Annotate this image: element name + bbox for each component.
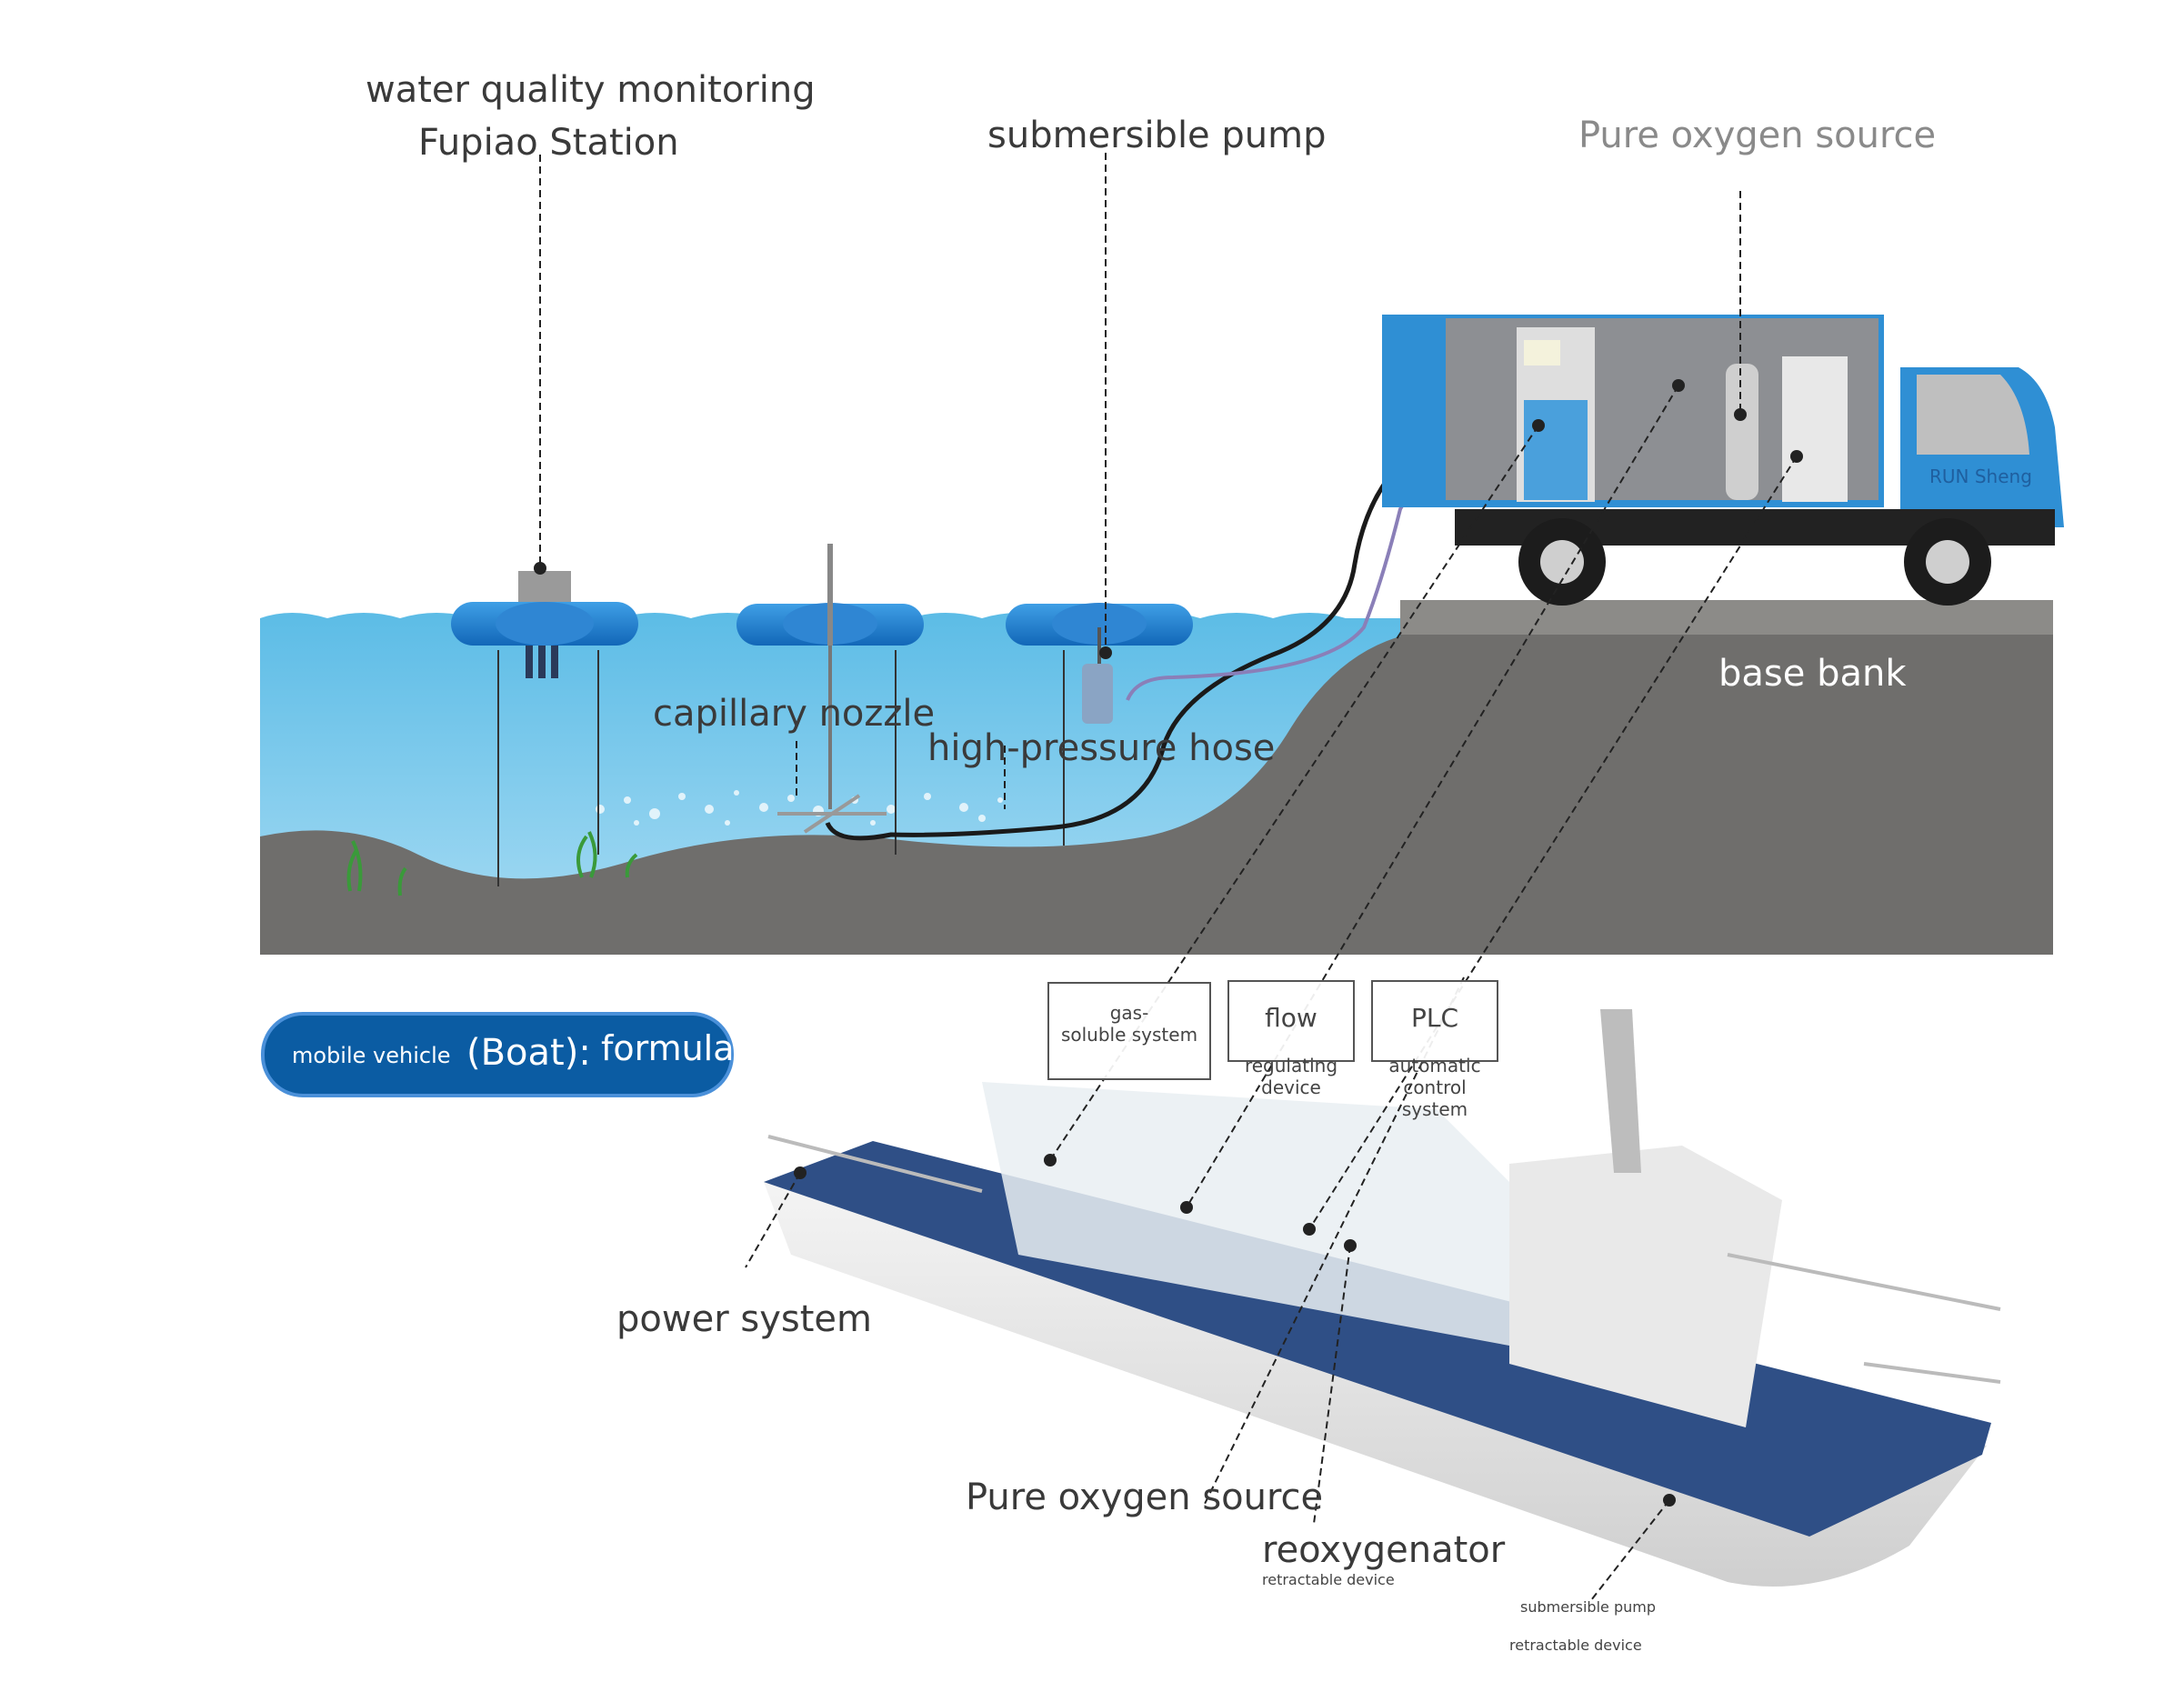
- pill-part1: mobile vehicle: [292, 1043, 451, 1068]
- pill-part2: (Boat):: [466, 1032, 591, 1074]
- nozzle-float: [736, 544, 924, 834]
- box-plc-sub: automatic control system: [1388, 1055, 1481, 1120]
- anchor-lines: [497, 650, 1065, 886]
- seaweed: [346, 831, 638, 896]
- box-plc: PLC automatic control system: [1371, 980, 1498, 1120]
- pill-part3: formula: [601, 1028, 735, 1068]
- label-power-system: power system: [616, 1298, 872, 1340]
- boat-mast: [1600, 1009, 1641, 1173]
- label-retractable-device-1: retractable device: [1262, 1571, 1395, 1588]
- box-plc-title: PLC: [1410, 1003, 1459, 1033]
- label-oxygen-source-top: Pure oxygen source: [1578, 115, 1937, 156]
- ground-bank: [260, 600, 2053, 955]
- label-base-bank: base bank: [1718, 653, 1907, 695]
- boat-railing: [767, 1135, 2001, 1384]
- label-high-pressure-hose: high-pressure hose: [927, 727, 1276, 769]
- box-flow-sub: regulating device: [1244, 1055, 1338, 1098]
- leader-dots: [534, 379, 1803, 1507]
- mobile-vehicle-pill: mobile vehicle (Boat): formula: [261, 1012, 735, 1097]
- label-retractable-device-2: retractable device: [1509, 1637, 1642, 1654]
- label-truck-brand: RUN Sheng: [1929, 466, 2032, 487]
- box-flow-title: flow: [1265, 1003, 1317, 1033]
- bank-top: [1400, 600, 2053, 635]
- high-pressure-hose: [825, 473, 1393, 841]
- truck: [1382, 315, 2064, 606]
- label-monitor-line2: Fupiao Station: [418, 122, 679, 164]
- box-flow-regulating: flow regulating device: [1227, 980, 1355, 1098]
- label-oxygen-source-bottom: Pure oxygen source: [966, 1477, 1324, 1518]
- boat: [764, 1009, 2001, 1587]
- label-capillary-nozzle: capillary nozzle: [653, 693, 936, 735]
- monitoring-float: [451, 571, 638, 678]
- label-submersible-pump-small: submersible pump: [1520, 1598, 1656, 1616]
- label-reoxygenator: reoxygenator: [1262, 1529, 1506, 1571]
- label-monitor-line1: water quality monitoring: [366, 69, 816, 111]
- boat-wheelhouse: [1509, 1146, 1782, 1427]
- label-submersible-pump: submersible pump: [987, 115, 1327, 156]
- boat-cabin-glass: [982, 1082, 1509, 1346]
- box-gas-soluble-system: gas- soluble system: [1047, 982, 1211, 1080]
- pump-float: [1006, 603, 1193, 724]
